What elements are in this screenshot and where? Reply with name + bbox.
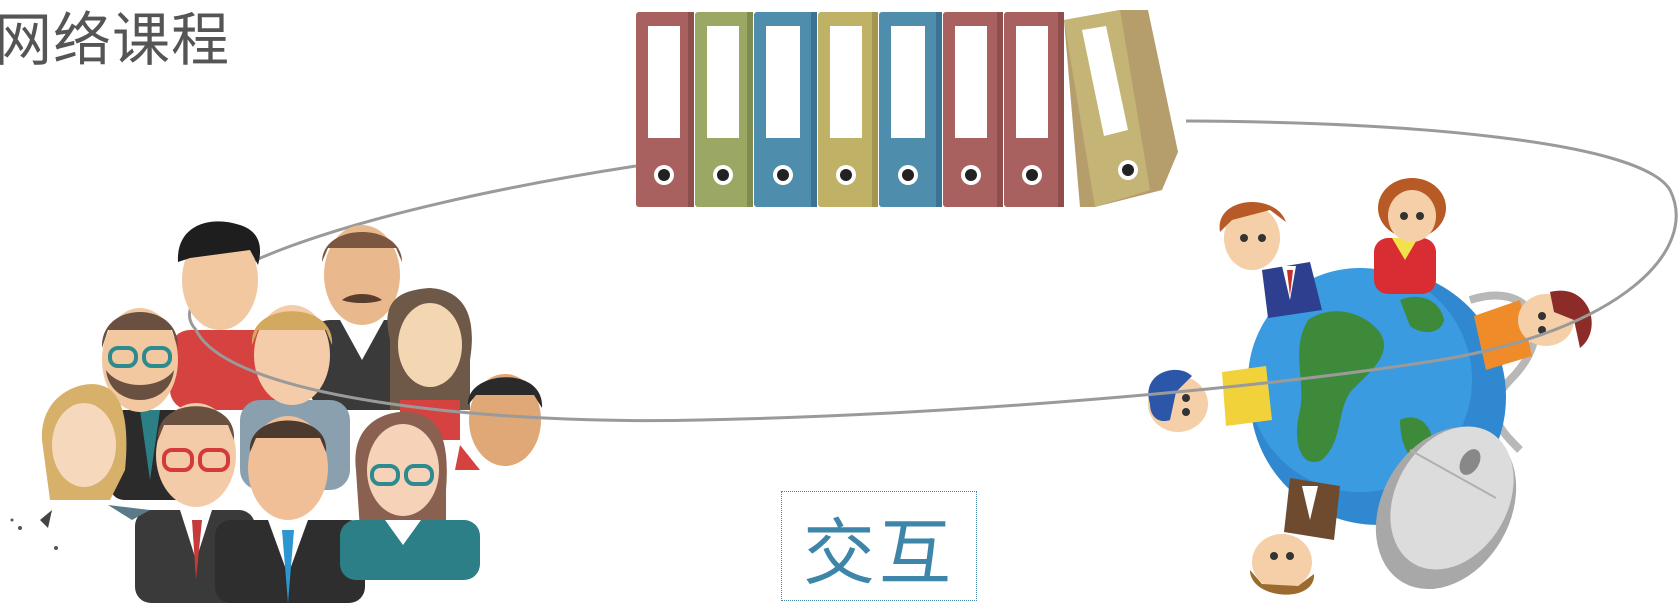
paint-splash (10, 505, 150, 550)
binder-green (695, 12, 753, 207)
people-group-illustration (10, 221, 543, 603)
page-title: 网络课程 (0, 6, 231, 74)
child-boy-brown-jacket (1250, 478, 1340, 595)
globe (1248, 268, 1506, 525)
person-dark-hair-right (455, 374, 543, 470)
binder-red-1 (636, 12, 694, 207)
binder-blue-1 (754, 12, 817, 207)
person-woman-teal-glasses (340, 411, 480, 580)
binder-row-illustration (636, 10, 1178, 207)
globe-with-children-and-mouse-illustration (1148, 178, 1592, 595)
person-black-hair (170, 221, 280, 410)
binder-red-3 (1004, 12, 1064, 207)
interaction-label-box: 交互 (781, 491, 977, 601)
binder-tilted-beige (1064, 10, 1178, 207)
computer-mouse (1375, 426, 1517, 590)
interaction-ellipse-front (194, 119, 1678, 423)
person-mustache (310, 225, 410, 410)
child-boy-blue-suit (1219, 201, 1322, 318)
interaction-label: 交互 (802, 510, 955, 595)
person-woman-brown (387, 288, 472, 440)
binder-yellow (818, 12, 878, 207)
person-blue-tie (215, 416, 365, 603)
binder-blue-2 (879, 12, 942, 207)
child-boy-orange-shirt (1474, 290, 1592, 370)
child-blue-hair (1148, 366, 1272, 432)
child-girl-red-dress (1374, 178, 1446, 294)
person-woman-blonde (30, 384, 140, 560)
binder-red-2 (943, 12, 1003, 207)
